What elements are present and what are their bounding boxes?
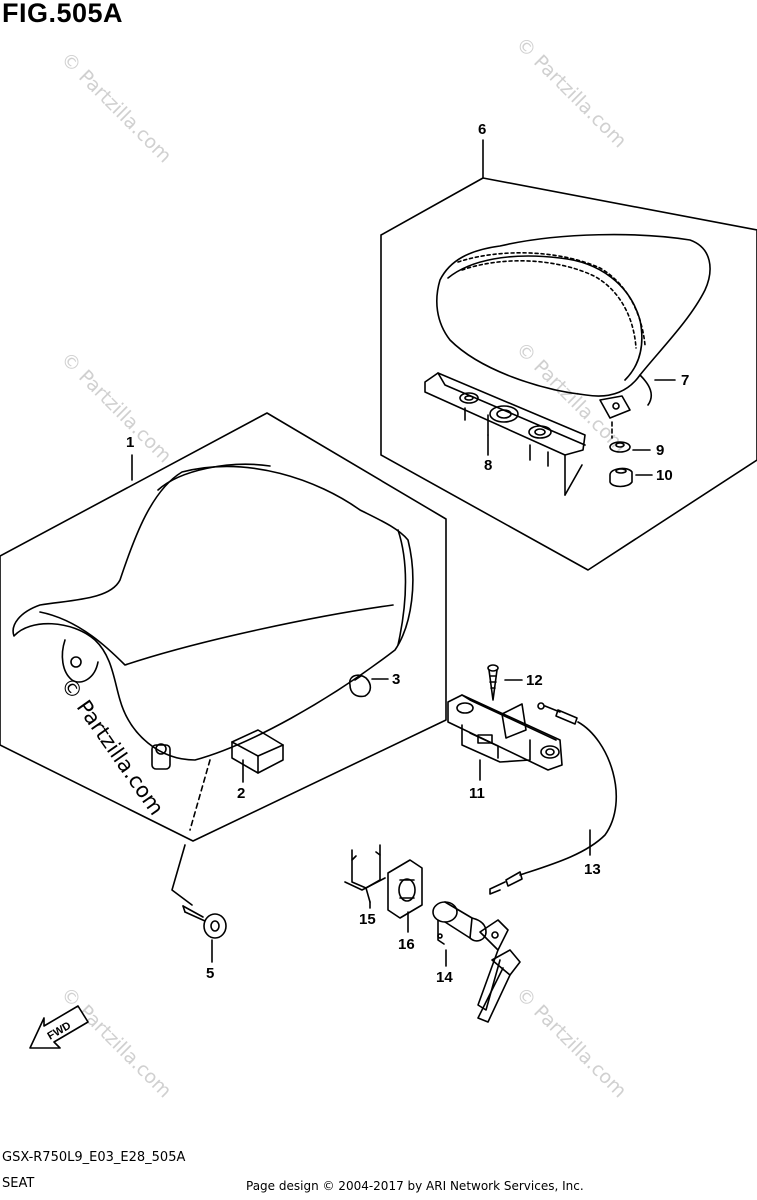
pillion-seat-frame: [380, 177, 757, 571]
bracket-8: [424, 372, 586, 496]
front-seat-guide-line: [171, 844, 193, 906]
cushion-pad-2: [231, 729, 284, 783]
watermark-text: © Partzilla.com: [56, 48, 175, 167]
front-seat-hook: [61, 639, 99, 683]
pillion-seat-stitch: [461, 260, 637, 349]
callout-11: 11: [469, 785, 485, 802]
clamp-15: [344, 844, 386, 909]
callout-labels: 1 2 3 5 6 7 8 9 10 11 12 13 14 15 16: [126, 121, 689, 986]
callout-13: 13: [584, 861, 601, 878]
callout-3: 3: [392, 671, 400, 688]
front-seat-top-seam: [39, 604, 394, 666]
callout-12: 12: [526, 672, 543, 689]
pillion-seat-side: [639, 374, 652, 406]
callout-14: 14: [436, 969, 453, 986]
pillion-seat-stitch: [457, 252, 646, 346]
front-seat-guide-line: [189, 759, 211, 831]
plate-16: [387, 859, 423, 933]
callout-6: 6: [478, 121, 486, 138]
cushion-3: [348, 674, 389, 698]
front-seat-frame: [0, 412, 447, 842]
front-seat-damper: [151, 744, 171, 770]
figure-name: SEAT: [2, 1176, 35, 1191]
watermark-group: © Partzilla.com © Partzilla.com © Partzi…: [56, 33, 630, 1102]
figure-title: FIG.505A: [2, 0, 124, 28]
front-seat-hook-hole: [70, 656, 82, 668]
bolt-5: [182, 905, 227, 963]
front-seat-front-edge: [157, 463, 271, 491]
front-seat-outline: [12, 465, 414, 761]
callout-8: 8: [484, 457, 492, 474]
watermark-text: © Partzilla.com: [56, 348, 175, 467]
pillion-seat-top: [447, 255, 643, 381]
seat-lock-cylinder-14: [432, 901, 521, 1023]
watermark-text: © Partzilla.com: [56, 983, 175, 1102]
callout-15: 15: [359, 911, 376, 928]
front-seat-rear-edge: [397, 529, 407, 646]
callout-9: 9: [656, 442, 664, 459]
callout-10: 10: [656, 467, 673, 484]
watermark-text: © Partzilla.com: [511, 33, 630, 152]
nut-10: [609, 467, 653, 488]
seat-lock-11: [447, 694, 563, 781]
callout-7: 7: [681, 372, 689, 389]
front-seat-group: [0, 412, 447, 906]
watermark-text: © Partzilla.com: [511, 983, 630, 1102]
callout-5: 5: [206, 965, 214, 982]
front-seat-damper-top: [155, 743, 167, 755]
callout-2: 2: [237, 785, 245, 802]
seat-lock-cable-13: [489, 702, 618, 895]
callout-16: 16: [398, 936, 415, 953]
pillion-seat-outline: [436, 233, 711, 397]
pillion-seat-group: [380, 139, 757, 571]
washer-9: [609, 421, 651, 453]
leader-line: [564, 464, 583, 496]
fwd-arrow: FWD: [29, 1005, 89, 1049]
screw-12: [487, 664, 523, 701]
figure-code: GSX-R750L9_E03_E28_505A: [2, 1150, 186, 1165]
callout-1: 1: [126, 434, 134, 451]
pillion-seat-mount: [599, 395, 631, 419]
copyright-notice: Page design © 2004-2017 by ARI Network S…: [246, 1179, 584, 1193]
